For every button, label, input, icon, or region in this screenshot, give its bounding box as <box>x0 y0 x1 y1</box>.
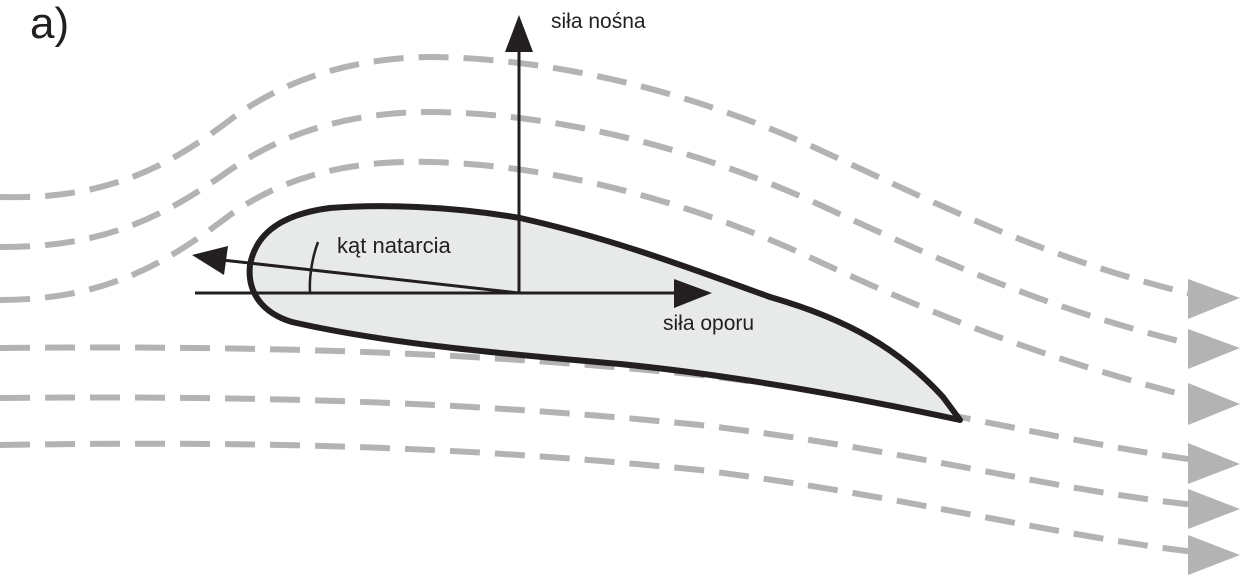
arrowhead-icon <box>192 246 228 275</box>
streamline-1 <box>0 53 1196 298</box>
chord-line <box>221 258 520 295</box>
arrowhead-icon <box>505 15 533 52</box>
triangle-arrow-icon <box>1188 329 1240 369</box>
airfoil-shape <box>246 203 963 423</box>
triangle-arrow-icon <box>1188 279 1240 319</box>
panel-label: a) <box>30 0 69 48</box>
streamline-3 <box>0 158 1196 401</box>
arrowhead-icon <box>674 279 712 308</box>
streamline-2 <box>0 108 1196 348</box>
streamline-6 <box>0 440 1196 555</box>
lift-label: siła nośna <box>551 10 646 33</box>
triangle-arrow-icon <box>1188 443 1240 484</box>
drag-label: siła oporu <box>663 312 754 335</box>
triangle-arrow-icon <box>1188 383 1240 425</box>
streamline-arrowheads <box>1188 279 1240 575</box>
triangle-arrow-icon <box>1188 489 1240 529</box>
angle-of-attack-label: kąt natarcia <box>337 233 451 258</box>
angle-arc <box>308 241 320 293</box>
triangle-arrow-icon <box>1188 535 1240 575</box>
streamline-5 <box>0 394 1196 508</box>
